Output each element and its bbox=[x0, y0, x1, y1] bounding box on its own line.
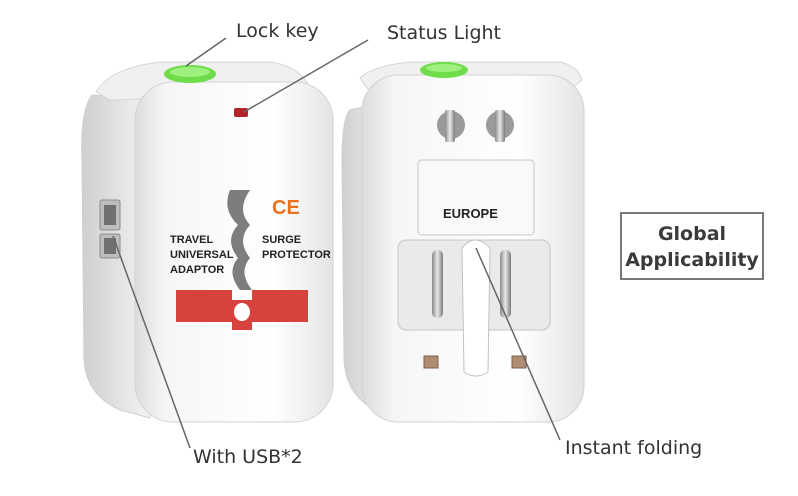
front-label-line-1: TRAVEL bbox=[170, 234, 213, 246]
badge-line-1: Global bbox=[657, 223, 727, 245]
europe-label: EUROPE bbox=[443, 206, 498, 221]
global-applicability-badge: Global Applicability bbox=[620, 212, 764, 280]
callout-lock-key: Lock key bbox=[236, 20, 319, 42]
ce-mark: CE bbox=[272, 197, 300, 219]
front-label-line-3: ADAPTOR bbox=[170, 264, 224, 276]
leader-lines bbox=[112, 37, 561, 449]
callout-status-light: Status Light bbox=[387, 22, 501, 44]
front-label-surge: SURGE bbox=[262, 234, 301, 246]
callout-instant-folding: Instant folding bbox=[565, 437, 703, 459]
front-label-line-2: UNIVERSAL bbox=[170, 249, 234, 261]
front-label-protector: PROTECTOR bbox=[262, 249, 331, 261]
adapter-back: EUROPE bbox=[341, 61, 585, 423]
status-light bbox=[234, 108, 248, 117]
badge-line-2: Applicability bbox=[625, 249, 759, 271]
callout-usb: With USB*2 bbox=[193, 446, 303, 468]
adapter-front: CE TRAVEL UNIVERSAL ADAPTOR SURGE PROTEC… bbox=[81, 61, 334, 423]
